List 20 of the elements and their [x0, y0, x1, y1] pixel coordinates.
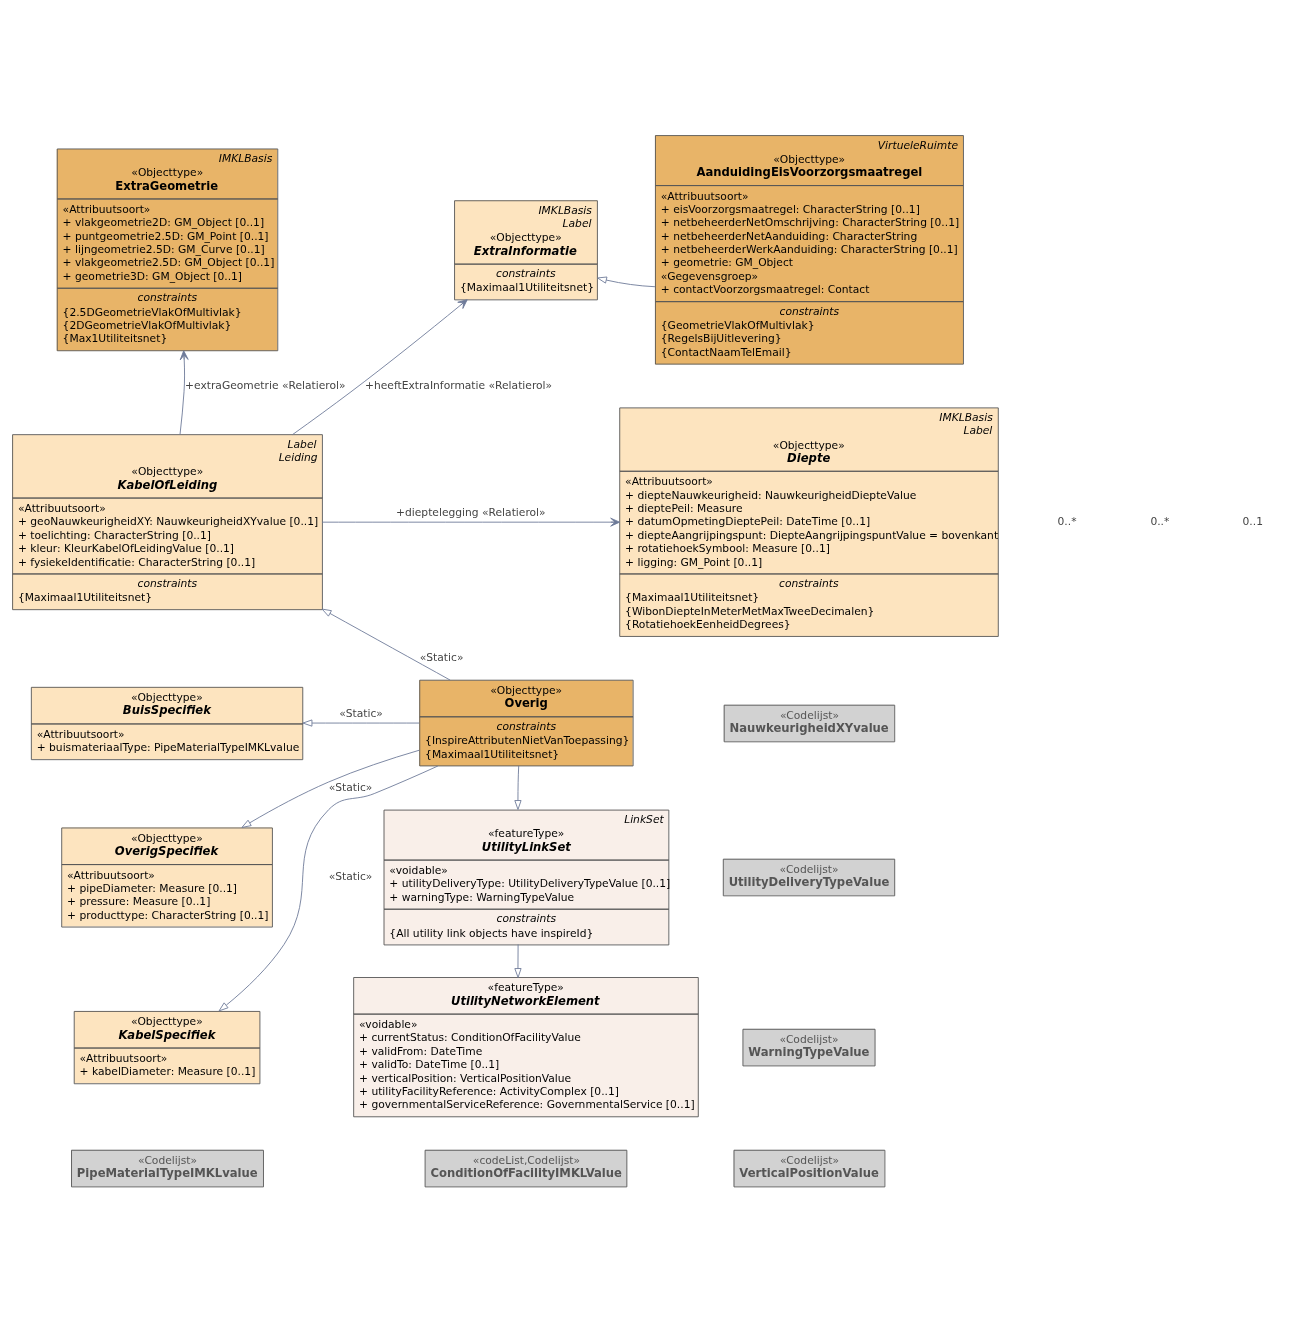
label: 0..* — [1057, 514, 1077, 528]
edge-label: «Static» — [328, 780, 373, 794]
arrow — [218, 765, 439, 1011]
edge-label: +extraGeometrie «Relatierol» — [185, 378, 346, 392]
edge-label: «Static» — [328, 869, 373, 883]
label: 0..1 — [1242, 514, 1263, 528]
label: 0..* — [1150, 514, 1170, 528]
arrow — [292, 298, 468, 435]
arrow — [302, 719, 420, 727]
arrow — [514, 943, 522, 978]
arrow — [514, 765, 522, 810]
arrow — [179, 349, 189, 435]
arrow — [597, 276, 656, 287]
edge-label: «Static» — [419, 650, 464, 664]
arrow — [321, 608, 451, 681]
arrow — [241, 749, 420, 828]
edge-label: +heeftExtraInformatie «Relatierol» — [364, 378, 553, 392]
edge-label: «Static» — [339, 706, 383, 720]
edge-label: +dieptelegging «Relatierol» — [396, 505, 546, 519]
arrow — [321, 517, 621, 527]
